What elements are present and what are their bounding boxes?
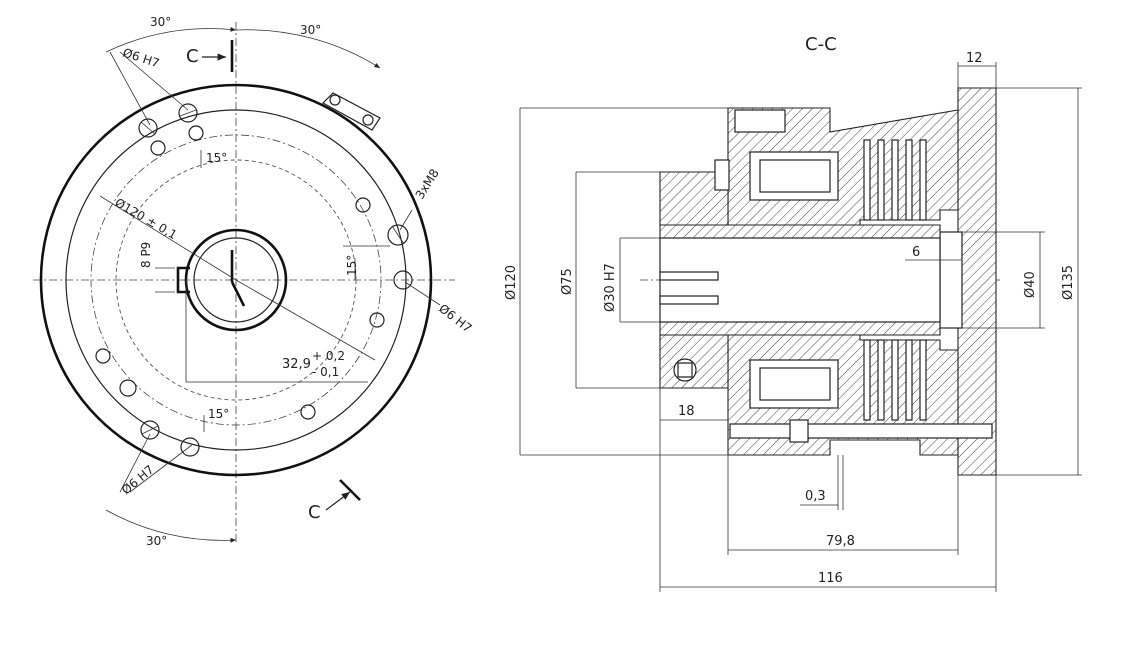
bore-inner xyxy=(193,237,279,323)
dim-116-label: 116 xyxy=(818,571,843,586)
pitch-circle-inner xyxy=(115,159,357,401)
dim-12-label: 12 xyxy=(966,51,983,66)
section-title: C-C xyxy=(805,34,837,55)
lower-discs xyxy=(863,339,927,421)
dim-0-3-label: 0,3 xyxy=(805,489,826,504)
section-marker-bottom: C xyxy=(308,479,361,523)
flange-circle xyxy=(65,109,407,451)
hole-bottom-left-label: Ø6 H7 xyxy=(119,462,157,497)
thread-label: 3xM8 xyxy=(413,166,442,201)
lower-bolt xyxy=(729,423,993,439)
angle-15-upper-label: 15° xyxy=(206,151,227,165)
angle-top-right-label: 30° xyxy=(300,23,321,37)
shaft-mark-diagonal xyxy=(230,281,246,307)
keyway xyxy=(176,266,190,294)
pin-hole xyxy=(178,103,198,123)
thread-hole xyxy=(387,224,409,246)
upper-discs xyxy=(863,139,927,221)
angle-arc-top-right xyxy=(235,29,381,69)
hole xyxy=(188,125,204,141)
outer-circle xyxy=(39,83,433,477)
hole xyxy=(95,348,111,364)
hole xyxy=(150,140,166,156)
keyway-depth-label: 32,9 xyxy=(282,357,311,372)
dia-75-label: Ø75 xyxy=(560,268,575,295)
hole xyxy=(300,404,316,420)
angle-arc-bottom xyxy=(105,509,237,543)
front-view: 30° 30° 30° 15° 15° 15° Ø6 H7 Ø6 H7 Ø6 H… xyxy=(33,15,474,548)
sleeve-top xyxy=(659,224,941,239)
keyway-tol-lower: - 0,1 xyxy=(312,365,339,379)
keyway-tol-upper: + 0,2 xyxy=(312,349,345,363)
angle-15-lower-label: 15° xyxy=(208,407,229,421)
angle-bottom-label: 30° xyxy=(146,534,167,548)
keyway-slot xyxy=(659,271,719,281)
pin-hole xyxy=(393,270,413,290)
hole-right-label: Ø6 H7 xyxy=(436,301,474,335)
section-dimensions: Ø120 Ø75 Ø30 H7 Ø40 Ø135 12 xyxy=(504,51,1082,592)
dia-30-label: Ø30 H7 xyxy=(603,263,618,312)
pin-hole xyxy=(140,420,160,440)
sleeve-bottom xyxy=(659,321,941,336)
dim-6-label: 6 xyxy=(912,245,920,260)
dim-79-8-label: 79,8 xyxy=(826,534,855,549)
dim-18-label: 18 xyxy=(678,404,695,419)
lower-hub xyxy=(659,334,729,389)
dia-135-label: Ø135 xyxy=(1061,265,1076,300)
bolt-circle-label: Ø120 ± 0,1 xyxy=(113,195,180,242)
section-view: C-C xyxy=(504,34,1082,592)
hole xyxy=(355,197,371,213)
hole xyxy=(119,379,137,397)
upper-terminal xyxy=(734,109,786,133)
pin-hole xyxy=(180,437,200,457)
svg-text:C: C xyxy=(186,46,199,67)
bolt-circle xyxy=(90,134,382,426)
dia-40-label: Ø40 xyxy=(1023,271,1038,298)
set-screw xyxy=(673,358,697,382)
terminal-box xyxy=(322,92,381,131)
section-marker-top: C xyxy=(186,40,234,72)
end-flange xyxy=(957,87,997,476)
hole-top-left-label: Ø6 H7 xyxy=(121,46,161,71)
keyway-width-label: 8 P9 xyxy=(139,242,153,268)
hole xyxy=(369,312,385,328)
flange-bore xyxy=(939,231,963,329)
angle-15-right-label: 15° xyxy=(345,255,359,276)
svg-text:C: C xyxy=(308,502,321,523)
dia-120-label: Ø120 xyxy=(504,265,519,300)
angle-top-left-label: 30° xyxy=(150,15,171,29)
mounting-holes xyxy=(95,103,413,457)
angle-arc-top-left xyxy=(105,26,237,53)
pin-hole xyxy=(138,118,158,138)
